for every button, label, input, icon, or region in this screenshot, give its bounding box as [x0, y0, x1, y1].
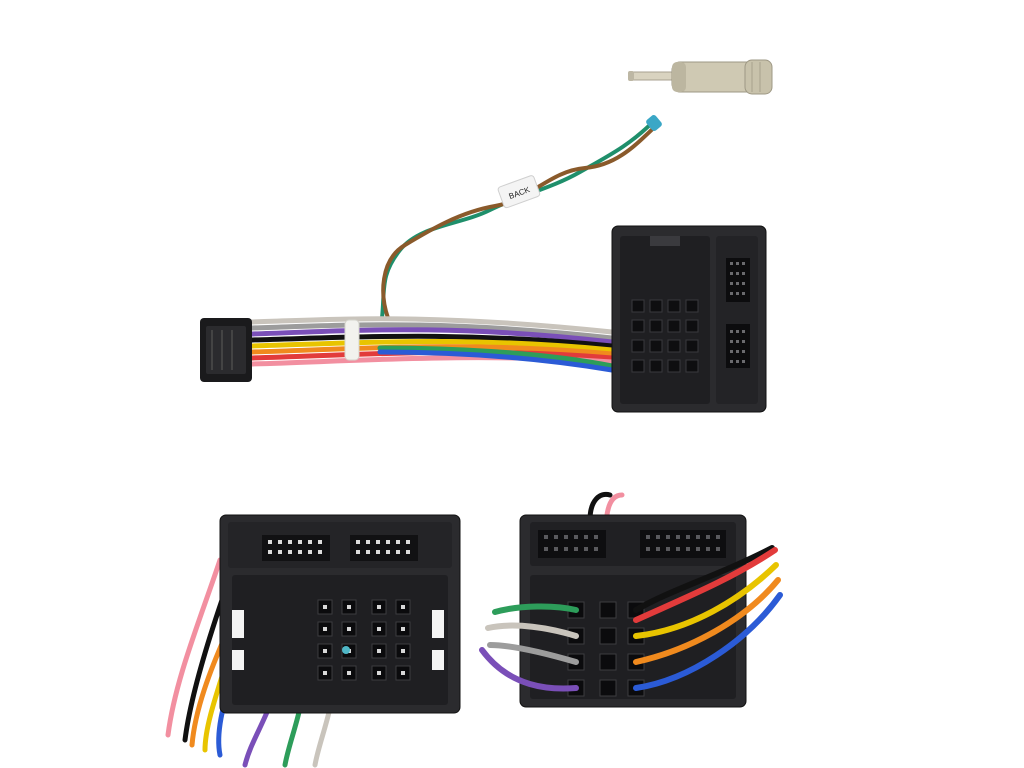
antenna-adapter — [628, 59, 773, 95]
wired-connector-rear — [479, 491, 783, 708]
reverse-signal-wire-pair — [380, 115, 662, 320]
quadlock-connector-front — [165, 514, 461, 768]
back-label-tag: BACK — [497, 175, 541, 209]
wire-bundle — [247, 316, 615, 373]
head-unit-plug — [200, 318, 252, 382]
cable-tie — [344, 319, 360, 361]
quadlock-connector-side — [611, 225, 767, 413]
